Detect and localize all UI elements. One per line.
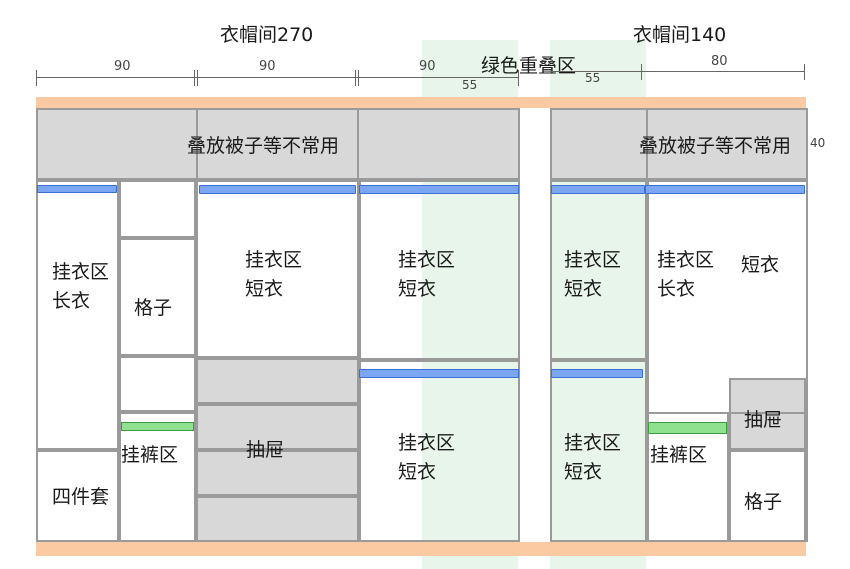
short-hang-label: 挂衣区 短衣 xyxy=(564,432,622,483)
hanging-rail xyxy=(359,369,519,378)
bottom-strip xyxy=(36,542,806,556)
short-hang-section xyxy=(550,180,647,360)
dimension-tick xyxy=(641,64,642,80)
shelf-divider xyxy=(357,108,359,180)
pants-rail xyxy=(121,422,194,431)
drawer xyxy=(729,378,806,414)
drawer xyxy=(196,358,359,404)
dimension-tick xyxy=(355,70,356,86)
top-shelf-right-label: 叠放被子等不常用 xyxy=(639,135,792,157)
depth-label: 40 xyxy=(810,136,826,150)
grid-cell xyxy=(119,356,196,412)
dimension-label: 90 xyxy=(419,59,436,74)
hanging-rail xyxy=(199,185,356,194)
drawer xyxy=(196,496,359,542)
grid-left-label: 格子 xyxy=(134,297,173,319)
short-hang-label: 挂衣区 短衣 xyxy=(564,249,622,300)
dimension-tick xyxy=(518,70,519,86)
shelf-divider xyxy=(196,108,198,180)
drawer xyxy=(729,412,806,450)
short-hang-label: 挂衣区 短衣 xyxy=(245,249,303,300)
dimension-label: 55 xyxy=(462,78,478,92)
dimension-label: 90 xyxy=(259,59,276,74)
drawer xyxy=(196,450,359,496)
dimension-tick xyxy=(358,70,359,86)
short-hang-label: 挂衣区 短衣 xyxy=(398,249,456,300)
shelf-divider xyxy=(646,108,648,180)
short-hang-section xyxy=(359,180,520,360)
short-hang-section xyxy=(550,360,647,542)
pants-left-label: 挂裤区 xyxy=(121,444,179,466)
top-shelf-left xyxy=(36,108,520,180)
four-piece-label: 四件套 xyxy=(52,486,110,508)
wardrobe-title-left: 衣帽间270 xyxy=(220,24,314,46)
short-hang-label: 挂衣区 短衣 xyxy=(398,432,456,483)
hanging-rail xyxy=(645,185,805,194)
dimension-label: 80 xyxy=(711,54,728,69)
hanging-rail xyxy=(551,369,643,378)
dimension-label: 55 xyxy=(585,71,601,85)
dimension-tick xyxy=(194,70,195,86)
dimension-line-left xyxy=(36,77,518,78)
dimension-tick xyxy=(804,64,805,80)
dimension-label: 90 xyxy=(114,59,131,74)
short-right-label: 短衣 xyxy=(741,254,780,276)
overlap-zone-title: 绿色重叠区 xyxy=(481,55,577,77)
top-strip xyxy=(36,97,806,108)
drawer-right-label: 抽屉 xyxy=(744,409,783,431)
pants-section-left xyxy=(119,412,196,542)
hanging-rail xyxy=(551,185,645,194)
grid-cell-right xyxy=(729,450,806,542)
pants-rail xyxy=(648,422,727,434)
long-hang-section xyxy=(36,180,119,450)
grid-cell xyxy=(119,238,196,356)
wardrobe-title-right: 衣帽间140 xyxy=(633,24,727,46)
long-hang-label: 挂衣区 长衣 xyxy=(52,261,110,312)
hanging-rail xyxy=(359,185,519,194)
hanging-rail xyxy=(37,185,117,193)
short-hang-section xyxy=(359,360,520,542)
drawer-left-label: 抽屉 xyxy=(246,439,285,461)
top-shelf-right xyxy=(550,108,808,180)
dimension-line-right xyxy=(550,71,804,72)
top-shelf-left-label: 叠放被子等不常用 xyxy=(187,135,340,157)
long-hang-right-label: 挂衣区 长衣 xyxy=(657,249,715,300)
dimension-tick xyxy=(197,70,198,86)
short-hang-section xyxy=(196,180,359,358)
grid-cell xyxy=(119,180,196,238)
four-piece-section xyxy=(36,450,119,542)
dimension-tick xyxy=(36,70,37,86)
grid-right-label: 格子 xyxy=(744,491,783,513)
pants-right-label: 挂裤区 xyxy=(650,444,708,466)
drawer xyxy=(196,404,359,450)
